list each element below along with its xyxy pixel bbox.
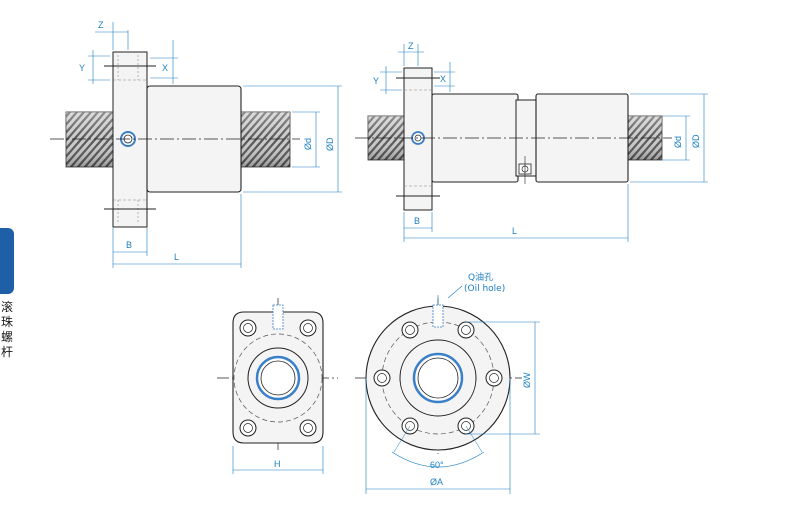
single-nut-side-view: Z Y X B L Ød ØD — [50, 20, 342, 268]
square-flange-front-view: H — [217, 298, 338, 474]
square-h-label: H — [274, 459, 281, 469]
round-a-label: ØA — [430, 477, 443, 487]
single-l-label: L — [174, 252, 179, 262]
double-y-label: Y — [373, 76, 379, 86]
single-z-label: Z — [98, 20, 104, 30]
oil-hole-label: Q油孔 — [468, 271, 493, 283]
single-dd-label: ØD — [325, 137, 335, 151]
section-tab — [0, 228, 14, 294]
double-nut-side-view: Z Y X B L Ød ØD — [355, 41, 708, 242]
double-z-label: Z — [408, 41, 414, 51]
single-b-label: B — [126, 240, 132, 250]
oil-hole-sub-label: (Oil hole) — [464, 284, 505, 294]
angle-label: 60° — [430, 460, 444, 470]
double-l-label: L — [512, 226, 517, 236]
single-y-label: Y — [79, 63, 85, 73]
round-w-label: ØW — [522, 372, 532, 388]
round-flange-front-view: Q油孔 (Oil hole) 60° ØW ØA — [355, 271, 540, 494]
double-b-label: B — [414, 216, 420, 226]
single-d-label: Ød — [303, 138, 313, 150]
section-tab-label: 滚珠螺杆 — [1, 300, 14, 359]
double-d-label: Ød — [673, 136, 683, 148]
double-x-label: X — [440, 74, 446, 84]
double-dd-label: ØD — [691, 134, 701, 148]
single-x-label: X — [162, 63, 168, 73]
